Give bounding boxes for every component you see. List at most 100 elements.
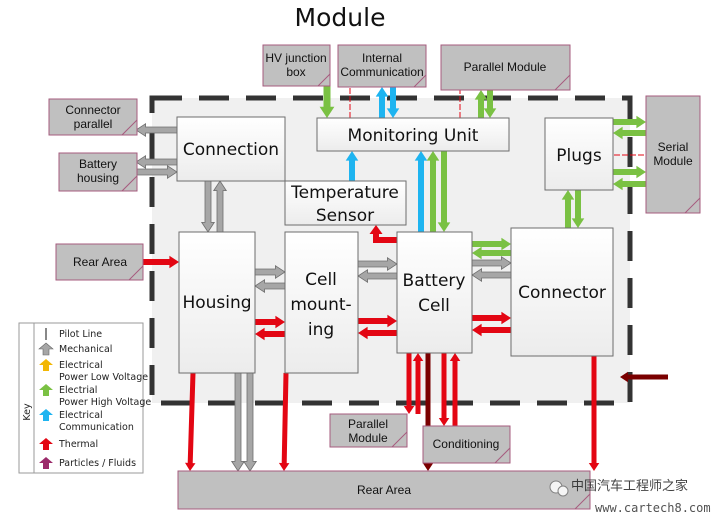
hv-arrow-plugs-to-connector — [571, 190, 585, 228]
block-housing[interactable]: Housing — [178, 231, 256, 374]
hv-arrow-serial-module-to-plugs-2 — [613, 177, 646, 191]
legend-item-particles-fluids: Particles / Fluids — [39, 457, 136, 469]
watermark-text-2: www.cartech8.com — [595, 501, 711, 515]
legend-item-label: Thermal — [58, 439, 98, 450]
watermark: 中国汽车工程师之家 www.cartech8.com — [549, 478, 711, 515]
mechanical-arrow-battery-housing-to-connection — [136, 164, 178, 180]
block-battery-cell-label-2: Cell — [418, 296, 450, 316]
legend-title: Key — [22, 403, 33, 421]
block-monitoring-unit[interactable]: Monitoring Unit — [316, 117, 510, 152]
legend-item-label: Electrical — [59, 360, 103, 371]
legend-item-mechanical: Mechanical — [38, 342, 112, 356]
block-connector[interactable]: Connector — [510, 227, 614, 357]
thermal-arrow-battery-cell-to-connector — [472, 311, 511, 325]
external-conditioning[interactable]: Conditioning — [422, 425, 511, 464]
block-monitoring-unit-label: Monitoring Unit — [348, 126, 479, 146]
thermal-arrow-cell-mounting-to-rear-area — [278, 372, 290, 471]
hv-arrow-plugs-to-serial-module — [613, 115, 646, 129]
legend: Key Pilot LineMechanicalElectricalPower … — [18, 322, 151, 474]
mechanical-arrow-housing-to-rear-area — [230, 372, 246, 472]
external-rear-area-left[interactable]: Rear Area — [55, 243, 144, 281]
legend-item-sublabel: Power Low Voltage — [59, 372, 148, 383]
mechanical-arrow-housing-to-rear-area-2 — [242, 372, 258, 472]
thermal-arrow-parallel-module-to-battery-cell — [412, 353, 424, 414]
mechanical-arrow-battery-cell-to-cell-mounting — [357, 268, 398, 284]
block-battery-cell[interactable]: Battery Cell — [396, 231, 473, 354]
external-internal-communication[interactable]: Internal Communication — [337, 44, 427, 88]
block-temperature-sensor[interactable]: Temperature Sensor — [284, 180, 407, 226]
external-parallel-module-top-label: Parallel Module — [464, 60, 547, 74]
legend-item-sublabel: Communication — [59, 422, 134, 433]
dark-thermal-arrow-battery-cell-to-rear-area — [422, 353, 434, 471]
external-rear-area-bottom-label: Rear Area — [357, 483, 411, 497]
dark-thermal-arrow-external-to-module — [620, 371, 668, 383]
thermal-arrow-cell-mounting-to-battery-cell — [358, 314, 397, 328]
mechanical-arrow-battery-cell-to-connector — [471, 255, 512, 271]
external-internal-communication-label-2: Communication — [340, 65, 423, 79]
thermal-arrow-connector-to-battery-cell — [472, 323, 511, 337]
block-cell-mounting-label-1: Cell — [305, 270, 337, 290]
external-parallel-module-bottom[interactable]: Parallel Module — [329, 413, 408, 448]
block-cell-mounting[interactable]: Cell mount- ing — [284, 231, 359, 374]
electrical-communication-arrow-icon — [39, 409, 53, 421]
external-serial-module[interactable]: Serial Module — [645, 95, 701, 214]
hv-arrow-monitoring-unit-to-battery-cell — [437, 151, 451, 232]
mechanical-arrow-connection-to-battery-housing — [135, 154, 178, 170]
hv-arrow-plugs-to-serial-module-2 — [613, 165, 646, 179]
wechat-icon-bubble — [557, 485, 569, 497]
hv-arrow-connector-to-battery-cell — [472, 246, 511, 260]
thermal-arrow-housing-to-rear-area — [185, 372, 196, 471]
thermal-arrow-connector-to-rear-area — [588, 356, 600, 471]
block-battery-cell-label-1: Battery — [403, 271, 466, 291]
thermal-arrow-cell-mounting-to-housing — [255, 327, 285, 341]
mechanical-arrow-housing-to-cell-mounting — [254, 264, 286, 280]
legend-item-label: Electrical — [59, 410, 103, 421]
mechanical-arrow-cell-mounting-to-housing — [254, 278, 286, 294]
external-rear-area-bottom[interactable]: Rear Area — [177, 470, 591, 510]
external-hv-junction-box-label-1: HV junction — [265, 51, 326, 65]
external-hv-junction-box[interactable]: HV junction box — [262, 44, 331, 87]
hv-arrow-battery-cell-to-connector — [472, 237, 511, 251]
thermal-arrow-battery-cell-to-conditioning — [438, 353, 450, 426]
block-connection[interactable]: Connection — [176, 116, 286, 182]
external-connector-parallel-label-2: parallel — [74, 117, 113, 131]
external-serial-module-label-1: Serial — [658, 140, 689, 154]
external-battery-housing[interactable]: Battery housing — [58, 152, 138, 192]
block-housing-label: Housing — [182, 293, 251, 313]
block-temperature-sensor-label-1: Temperature — [290, 183, 399, 203]
particles-fluids-arrow-icon — [39, 457, 53, 469]
thermal-arrow-housing-to-cell-mounting — [255, 315, 285, 329]
legend-item-label: Electrial — [59, 385, 97, 396]
block-plugs-label: Plugs — [556, 146, 602, 166]
mechanical-arrow-cell-mounting-to-battery-cell — [357, 256, 398, 272]
comm-arrow-internal-communication-to-monitoring-unit — [386, 87, 400, 118]
mechanical-arrow-connection-to-housing — [200, 180, 216, 233]
block-connection-label: Connection — [183, 140, 279, 160]
external-parallel-module-top[interactable]: Parallel Module — [440, 44, 571, 91]
legend-item-label: Particles / Fluids — [59, 458, 136, 469]
watermark-text-1: 中国汽车工程师之家 — [571, 478, 688, 494]
pilot-lines — [349, 88, 646, 156]
external-connector-parallel[interactable]: Connector parallel — [48, 98, 138, 136]
electrical-high-voltage-arrow-icon — [39, 384, 53, 396]
legend-item-label: Pilot Line — [59, 329, 102, 340]
thermal-arrow-battery-cell-to-temperature-sensor-head — [369, 225, 383, 234]
block-cell-mounting-label-2: mount- — [290, 295, 351, 315]
comm-arrow-monitoring-unit-to-internal-communication — [375, 87, 389, 118]
mechanical-arrow-housing-to-connection — [212, 180, 228, 233]
arrows-layer — [135, 86, 668, 472]
legend-item-thermal: Thermal — [39, 438, 98, 450]
block-plugs[interactable]: Plugs — [544, 117, 614, 191]
hv-arrow-parallel-module-to-monitoring-unit — [483, 90, 497, 118]
external-conditioning-label: Conditioning — [433, 437, 500, 451]
external-parallel-module-bottom-label-2: Module — [348, 431, 388, 445]
thermal-arrow-battery-cell-to-temperature-sensor-shaft — [373, 232, 397, 243]
hv-arrow-serial-module-to-plugs — [613, 126, 646, 140]
external-internal-communication-label-1: Internal — [362, 51, 402, 65]
block-connector-label: Connector — [518, 283, 606, 303]
legend-item-pilot: Pilot Line — [45, 328, 102, 340]
legend-item-sublabel: Power High Voltage — [59, 397, 151, 408]
external-hv-junction-box-label-2: box — [286, 65, 305, 79]
